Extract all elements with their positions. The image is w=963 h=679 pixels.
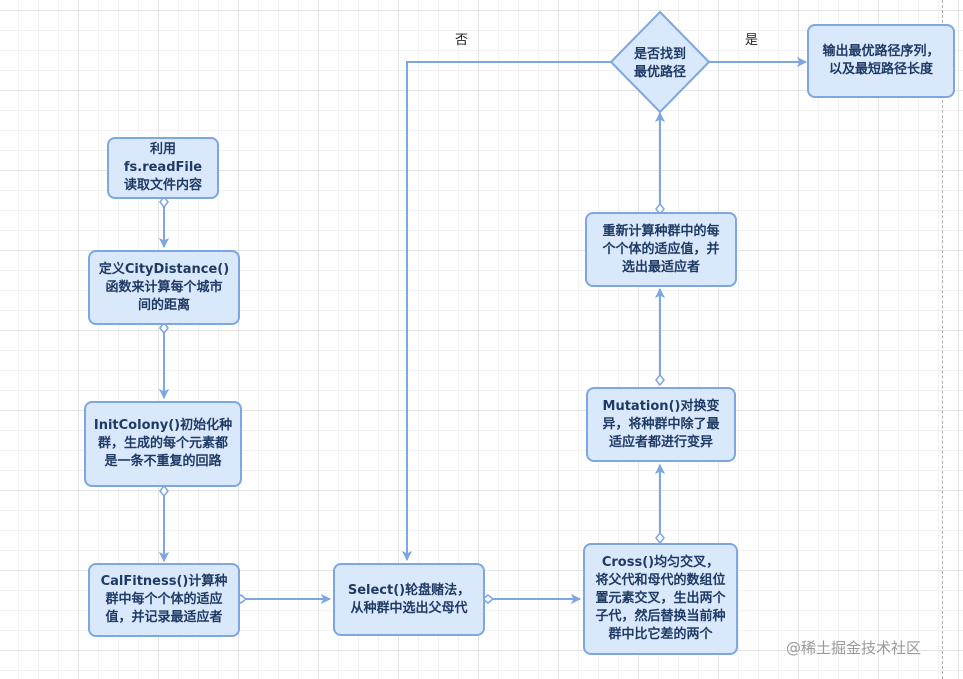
node-cross: Cross()均匀交叉， 将父代和母代的数组位 置元素交叉，生出两个 子代，然后… xyxy=(583,543,738,655)
watermark: @稀土掘金技术社区 xyxy=(786,639,922,657)
node-init-colony: InitColony()初始化种 群，生成的每个元素都 是一条不重复的回路 xyxy=(84,401,242,487)
node-read-file: 利用fs.readFile 读取文件内容 xyxy=(107,137,219,199)
page-boundary-dashed-line xyxy=(942,0,943,679)
edge-label-no: 否 xyxy=(455,33,469,48)
edge-label-yes: 是 xyxy=(745,33,759,48)
decision-label: 是否找到 最优路径 xyxy=(633,47,686,80)
node-recalc: 重新计算种群中的每 个个体的适应值，并 选出最适应者 xyxy=(585,212,737,287)
node-city-distance: 定义CityDistance() 函数来计算每个城市 间的距离 xyxy=(88,250,240,325)
node-select: Select()轮盘赌法， 从种群中选出父母代 xyxy=(333,563,485,636)
decision-diamond xyxy=(609,10,711,114)
edge-decision-no-to-select xyxy=(407,61,611,560)
node-mutation: Mutation()对换变 异，将种群中除了最 适应者都进行变异 xyxy=(586,387,736,462)
node-cal-fitness: CalFitness()计算种 群中每个个体的适应 值，并记录最适应者 xyxy=(88,563,240,637)
node-output: 输出最优路径序列， 以及最短路径长度 xyxy=(807,24,955,98)
